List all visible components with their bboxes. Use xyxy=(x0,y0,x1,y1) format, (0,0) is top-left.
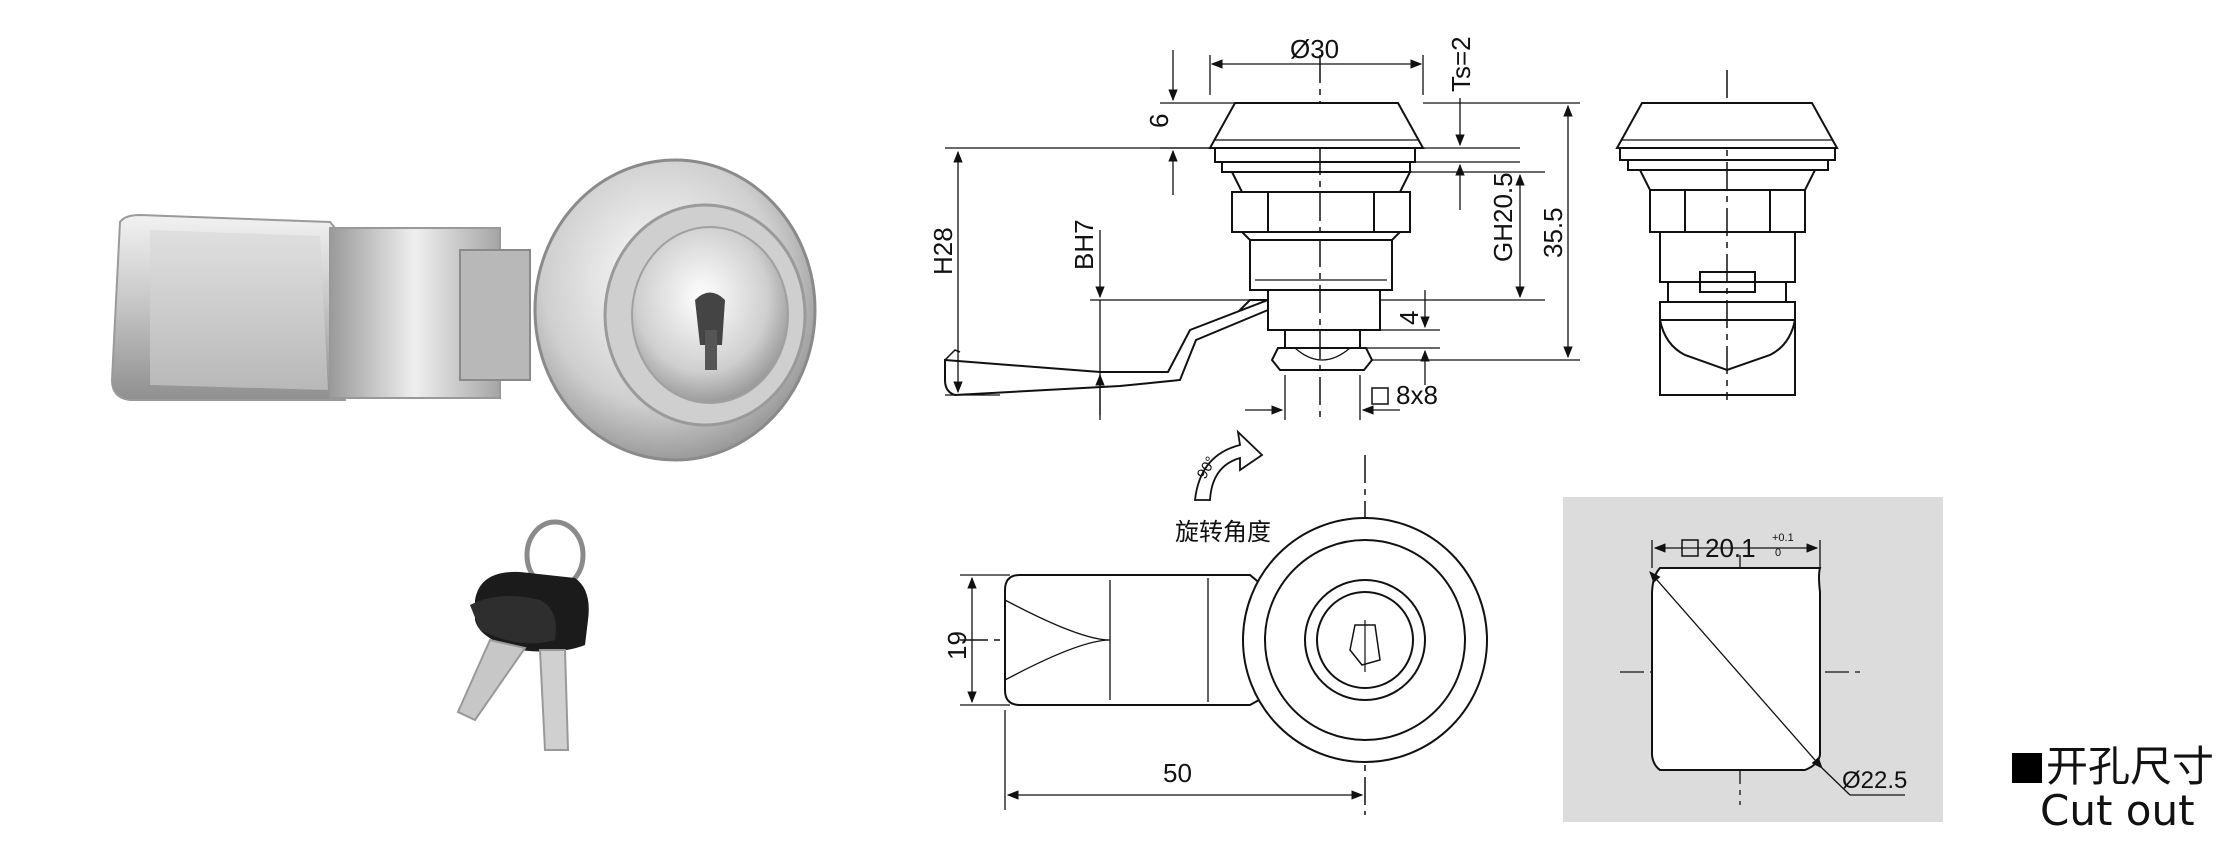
side-view xyxy=(944,55,1425,420)
cutout-panel xyxy=(1563,497,1943,822)
dim-square-shaft-height: 4 xyxy=(1394,311,1424,325)
dim-thickness: Ts=2 xyxy=(1446,36,1476,92)
cutout-caption-cn-text: 开孔尺寸 xyxy=(2046,742,2215,791)
dim-body-height: BH7 xyxy=(1069,219,1099,270)
lock-photo xyxy=(110,158,817,462)
dim-cutout-square: 20.1 xyxy=(1705,533,1756,563)
dim-cutout-tol-lower: 0 xyxy=(1775,547,1781,559)
end-view xyxy=(1615,70,1839,400)
rotation-arrow-icon xyxy=(1193,429,1264,501)
dim-flange-height: 6 xyxy=(1144,114,1174,128)
front-view-dimensions xyxy=(960,574,1364,810)
dim-total-height: 35.5 xyxy=(1538,207,1568,258)
dim-handle-width: 19 xyxy=(942,631,972,660)
cutout-caption-en: Cut out xyxy=(2040,786,2195,835)
dim-thread-length: GH20.5 xyxy=(1488,172,1518,262)
dim-cutout-diameter: Ø22.5 xyxy=(1842,767,1907,794)
cutout-square-symbol-icon xyxy=(1681,539,1699,557)
rotation-label: 旋转角度 xyxy=(1175,518,1271,546)
dim-square-shaft: 8x8 xyxy=(1396,380,1438,410)
front-view xyxy=(960,455,1488,815)
rotation-indicator: 90° 旋转角度 xyxy=(1175,429,1271,546)
square-symbol-icon xyxy=(1371,387,1389,405)
black-square-icon xyxy=(2012,753,2042,783)
cutout-caption-cn: 开孔尺寸 xyxy=(2012,733,2214,794)
dim-diameter: Ø30 xyxy=(1290,34,1339,64)
dim-handle-length: 50 xyxy=(1163,758,1192,788)
keys-photo xyxy=(456,519,589,751)
side-view-dimensions xyxy=(945,50,1580,420)
dim-cutout-tol-upper: +0.1 xyxy=(1772,532,1794,544)
dim-handle-height: H28 xyxy=(928,227,958,275)
